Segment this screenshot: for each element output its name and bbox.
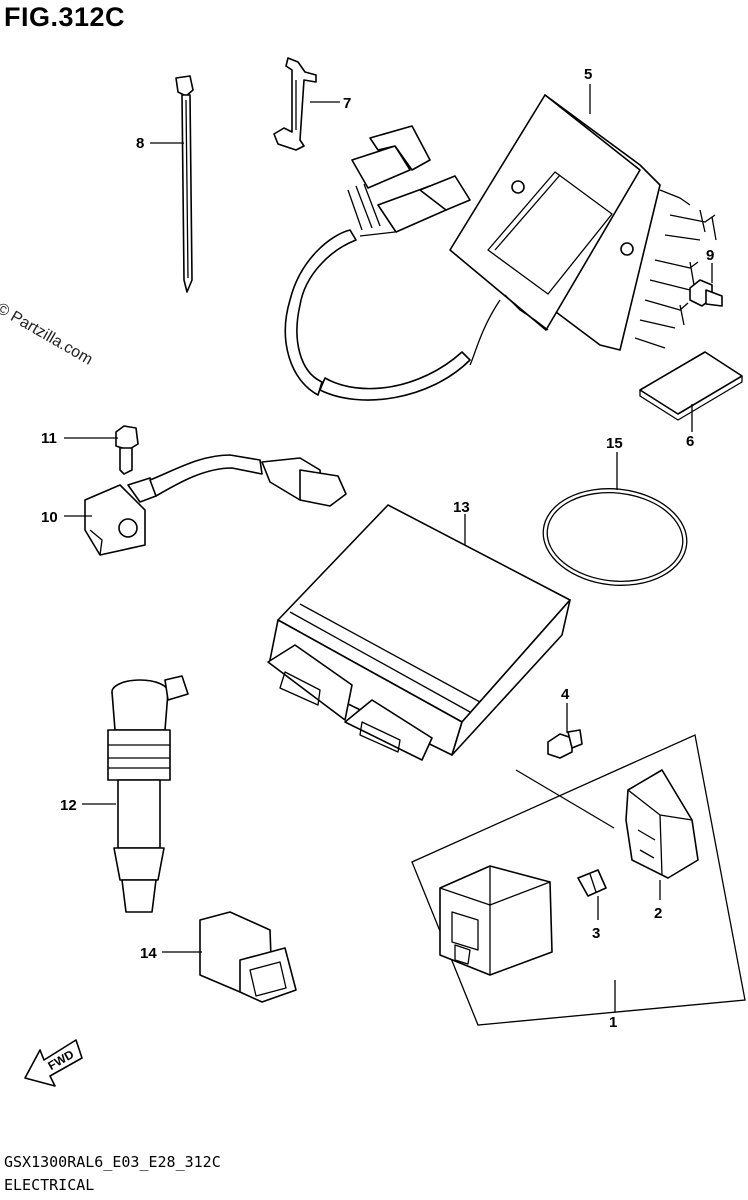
part-15-o-ring <box>542 488 688 586</box>
callout-11: 11 <box>41 430 57 447</box>
part-2-cover <box>625 769 699 879</box>
part-11-screw <box>115 425 139 475</box>
callout-9: 9 <box>706 247 714 264</box>
model-code: GSX1300RAL6_E03_E28_312C <box>4 1153 221 1171</box>
figure-title: FIG.312C <box>4 2 126 32</box>
part-4-bolt <box>547 729 583 759</box>
callout-3: 3 <box>592 925 600 942</box>
part-12-ignition-coil <box>107 675 189 913</box>
part-13-ecm <box>267 504 571 761</box>
part-7-clamp <box>273 57 317 151</box>
part-8-cable-tie <box>175 75 194 293</box>
callout-8: 8 <box>136 135 144 152</box>
fwd-arrow-icon: FWD <box>24 1039 83 1087</box>
callout-15: 15 <box>606 435 623 452</box>
callout-13: 13 <box>453 499 470 516</box>
callout-5: 5 <box>584 66 592 83</box>
callout-10: 10 <box>41 509 58 526</box>
callout-6: 6 <box>686 433 694 450</box>
callout-1: 1 <box>609 1014 617 1031</box>
part-1-group-frame <box>411 734 746 1026</box>
part-9-bolt <box>689 279 723 307</box>
part-10-sensor <box>84 454 347 556</box>
part-3-fuse <box>577 869 607 897</box>
leader-lines <box>64 84 713 1012</box>
callout-2: 2 <box>654 905 662 922</box>
section-name: ELECTRICAL <box>4 1176 95 1194</box>
part-6-pad <box>639 351 743 421</box>
part-14-connector <box>199 911 297 1003</box>
callout-14: 14 <box>140 945 157 962</box>
callout-7: 7 <box>343 95 351 112</box>
callouts: 5 7 8 9 6 11 10 15 13 4 12 2 3 14 1 <box>41 66 714 1031</box>
callout-12: 12 <box>60 797 77 814</box>
part-5-regulator <box>284 94 717 401</box>
callout-4: 4 <box>561 686 570 703</box>
part-1-relay <box>439 865 553 976</box>
